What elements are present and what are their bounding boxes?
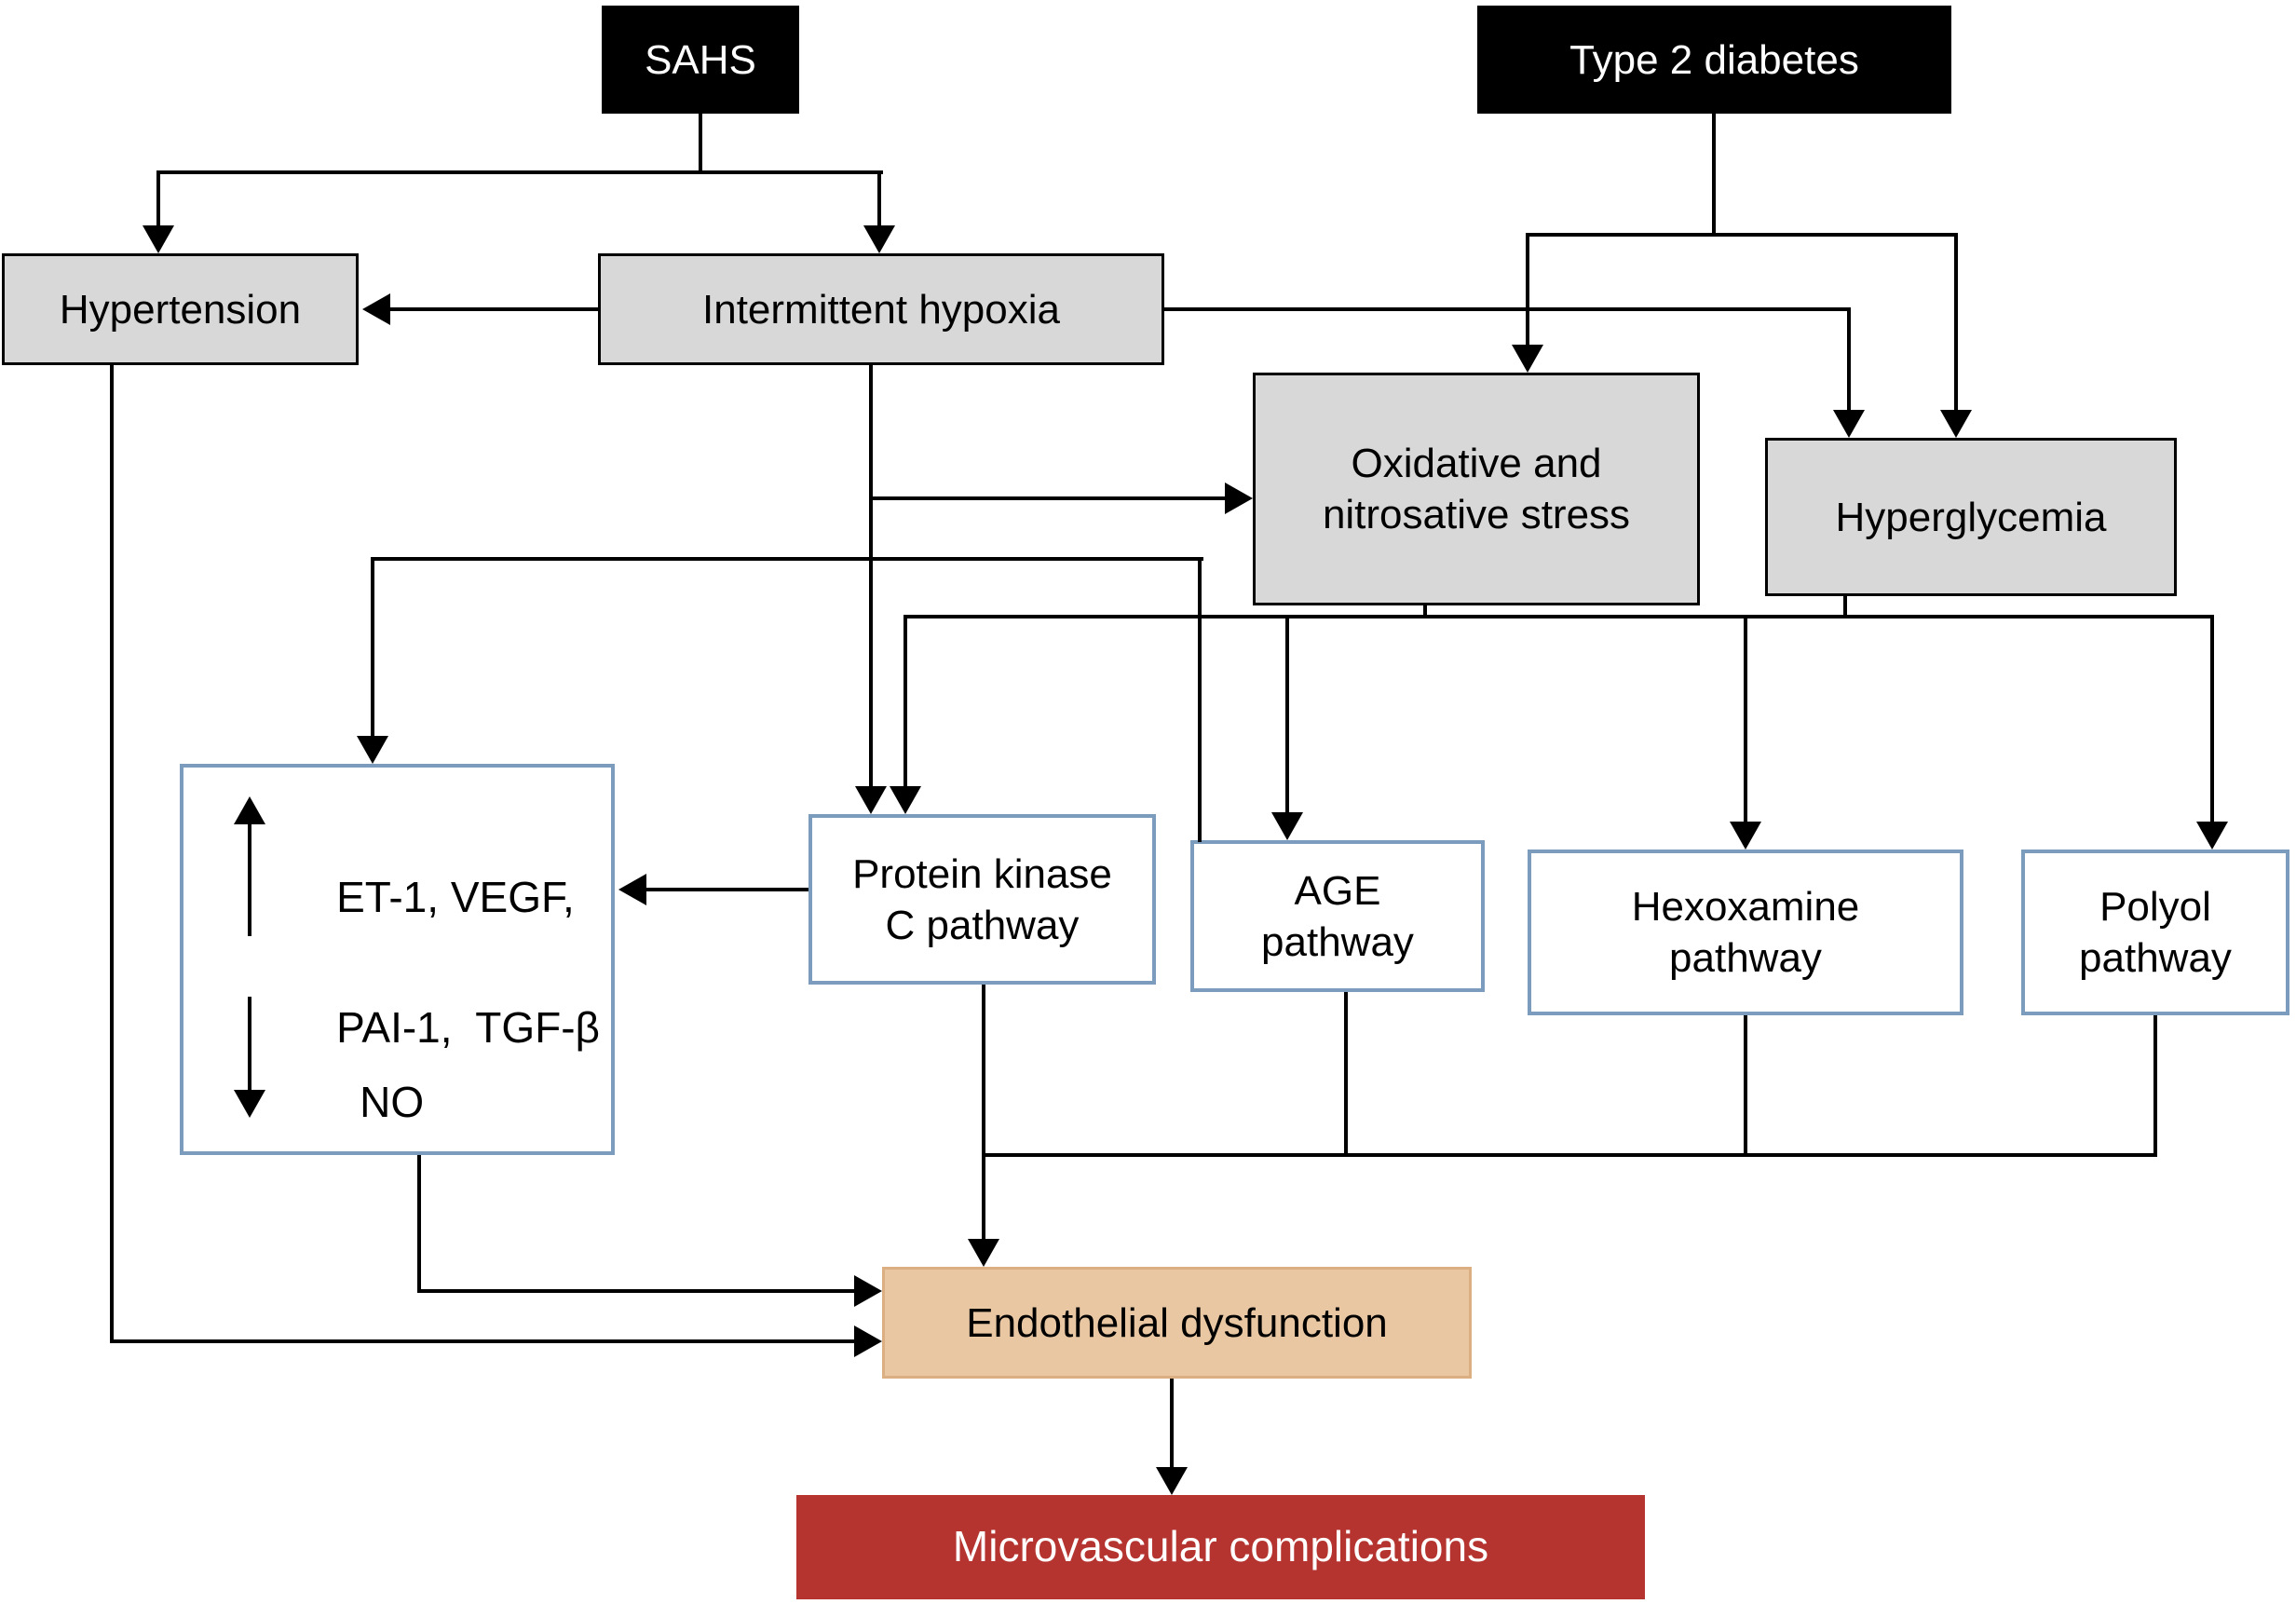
edge-hypoxia-to-hyperglycemia-v	[1847, 307, 1851, 412]
node-type2-diabetes: Type 2 diabetes	[1477, 6, 1951, 114]
node-pkc-line2: C pathway	[885, 902, 1080, 948]
node-hyperglycemia-label: Hyperglycemia	[1835, 494, 2107, 540]
node-microvascular-label: Microvascular complications	[952, 1522, 1489, 1571]
node-mediators-down-text: NO	[312, 1004, 424, 1200]
increase-arrow-icon	[234, 796, 265, 824]
edge-hypoxia-to-oxidative	[869, 496, 1225, 500]
node-endothelial-dysfunction: Endothelial dysfunction	[882, 1267, 1472, 1379]
arrowhead-hypertension-to-endothelial	[854, 1325, 882, 1357]
mediators-up-line2: PAI-1, TGF-β	[336, 1003, 601, 1052]
edge-sahs-to-hypoxia	[877, 170, 881, 227]
edge-hypertension-to-endothelial-h	[110, 1339, 856, 1343]
edge-hypertension-to-endothelial-v	[110, 365, 114, 1343]
mediators-down-label: NO	[360, 1078, 425, 1126]
edge-pkc-to-mediators	[646, 888, 808, 891]
edge-hyperglycemia-stem	[1843, 596, 1847, 617]
edge-sahs-stem	[699, 114, 702, 172]
node-protein-kinase-c: Protein kinase C pathway	[808, 814, 1156, 985]
edge-feed-to-mediators	[371, 557, 374, 738]
node-oxidative-stress-line1: Oxidative and	[1351, 441, 1602, 486]
node-intermittent-hypoxia-label: Intermittent hypoxia	[702, 286, 1060, 333]
mediators-up-line1: ET-1, VEGF,	[336, 873, 575, 921]
arrowhead-pkc-to-mediators	[618, 874, 646, 905]
edge-mediators-to-endothelial-v	[417, 1155, 421, 1291]
edge-merge-line	[982, 1153, 2157, 1157]
node-oxidative-stress: Oxidative and nitrosative stress	[1253, 373, 1700, 605]
arrowhead-pkc-to-endothelial	[968, 1239, 999, 1267]
arrowhead-hypoxia-to-hyperglycemia	[1833, 410, 1865, 438]
arrowhead-hypoxia-to-oxidative	[1225, 483, 1253, 514]
edge-hypoxia-to-pkc	[869, 365, 873, 788]
node-hexoxamine-pathway: Hexoxamine pathway	[1528, 850, 1963, 1015]
node-hexoxamine-line1: Hexoxamine	[1631, 884, 1860, 930]
node-age-line2: pathway	[1261, 918, 1414, 965]
node-sahs-label: SAHS	[645, 36, 756, 83]
edge-hypoxia-to-hypertension	[390, 307, 598, 311]
increase-arrow-shaft	[248, 822, 251, 936]
edge-distribution-to-age	[1285, 615, 1289, 814]
arrowhead-distribution-to-pkc	[890, 786, 921, 814]
edge-t2d-to-oxidative	[1526, 233, 1529, 347]
node-intermittent-hypoxia: Intermittent hypoxia	[598, 253, 1164, 365]
decrease-arrow-shaft	[248, 997, 251, 1090]
edge-feed-line	[371, 557, 1203, 561]
edge-feed-to-age	[1198, 557, 1202, 842]
edge-distribution-to-pkc	[903, 615, 907, 788]
edge-hypoxia-to-hyperglycemia-h	[1164, 307, 1851, 311]
edge-oxidative-stem	[1423, 605, 1427, 617]
node-age-line1: AGE	[1294, 867, 1381, 914]
node-polyol-pathway: Polyol pathway	[2021, 850, 2289, 1015]
arrowhead-t2d-to-oxidative	[1512, 345, 1543, 373]
node-hexoxamine-line2: pathway	[1669, 935, 1822, 981]
edge-hexoxamine-stem	[1744, 1015, 1747, 1155]
node-age-pathway: AGE pathway	[1190, 840, 1485, 992]
arrowhead-feed-to-mediators	[357, 736, 388, 764]
arrowhead-distribution-to-age	[1271, 812, 1303, 840]
node-endothelial-label: Endothelial dysfunction	[966, 1299, 1388, 1346]
edge-sahs-split	[156, 170, 883, 174]
node-sahs: SAHS	[602, 6, 799, 114]
arrowhead-hypoxia-to-pkc	[855, 786, 887, 814]
edge-distribution-to-polyol	[2210, 615, 2214, 823]
edge-endothelial-to-microvascular	[1170, 1379, 1174, 1469]
decrease-arrow-icon	[234, 1090, 265, 1118]
arrowhead-distribution-to-polyol	[2196, 822, 2228, 850]
arrowhead-mediators-to-endothelial	[854, 1275, 882, 1307]
arrowhead-distribution-to-hexoxamine	[1730, 822, 1761, 850]
arrowhead-t2d-to-hyperglycemia	[1940, 410, 1972, 438]
node-polyol-line1: Polyol	[2099, 884, 2211, 930]
edge-distribution-to-hexoxamine	[1744, 615, 1747, 823]
node-type2-diabetes-label: Type 2 diabetes	[1569, 36, 1859, 83]
node-polyol-line2: pathway	[2079, 935, 2232, 981]
edge-t2d-stem	[1712, 114, 1716, 235]
edge-t2d-to-hyperglycemia	[1954, 233, 1958, 412]
node-oxidative-stress-line2: nitrosative stress	[1322, 492, 1631, 537]
edge-age-stem	[1344, 992, 1348, 1155]
edge-sahs-to-hypertension	[156, 170, 160, 227]
edge-distribution-line	[903, 615, 2214, 618]
node-hyperglycemia: Hyperglycemia	[1765, 438, 2177, 596]
arrowhead-sahs-to-hypoxia	[863, 225, 895, 253]
node-pkc-line1: Protein kinase	[852, 850, 1112, 897]
node-hypertension: Hypertension	[2, 253, 359, 365]
node-mediators-up-text: ET-1, VEGF, PAI-1, TGF-β	[289, 799, 600, 1125]
edge-mediators-to-endothelial-h	[417, 1289, 856, 1293]
node-hypertension-label: Hypertension	[59, 286, 302, 333]
arrowhead-hypoxia-to-hypertension	[362, 293, 390, 325]
node-microvascular-complications: Microvascular complications	[796, 1495, 1645, 1599]
arrowhead-sahs-to-hypertension	[143, 225, 174, 253]
edge-polyol-stem	[2153, 1015, 2157, 1155]
edge-pkc-to-endothelial	[982, 985, 985, 1241]
arrowhead-endothelial-to-microvascular	[1156, 1467, 1188, 1495]
edge-t2d-split	[1528, 233, 1958, 237]
